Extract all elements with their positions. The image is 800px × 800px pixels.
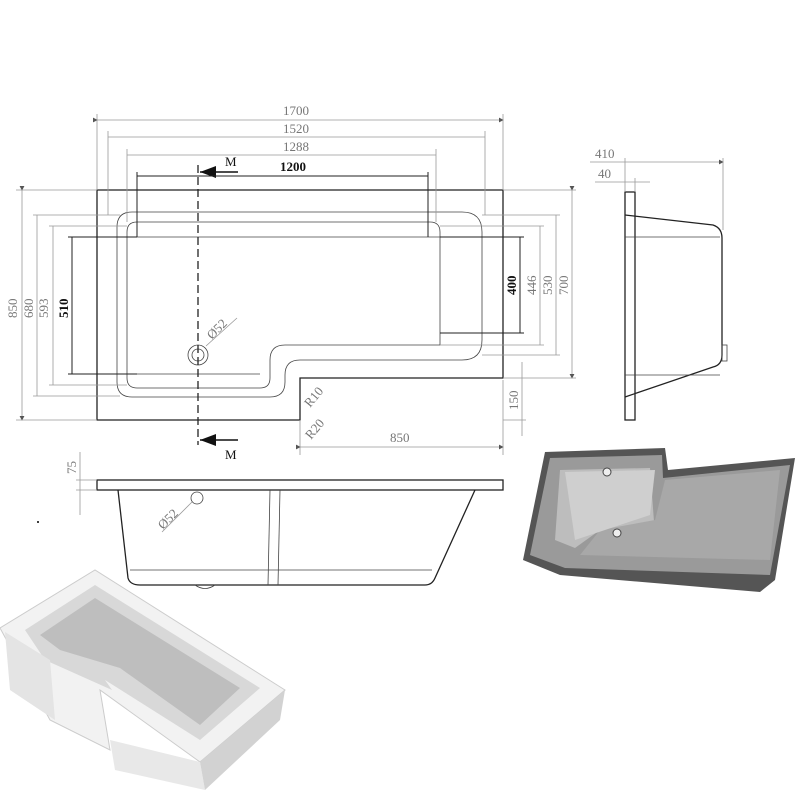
front-view: 75 Ø52 <box>64 452 504 589</box>
radius-label-r10: R10 <box>301 384 326 410</box>
dim-446: 446 <box>524 275 539 295</box>
dim-40: 40 <box>598 166 611 181</box>
dim-700: 700 <box>556 276 571 296</box>
side-view: 410 40 <box>590 146 728 421</box>
radius-label-r20: R20 <box>302 416 327 442</box>
dim-150: 150 <box>506 391 521 411</box>
dim-530: 530 <box>540 276 555 296</box>
dim-410: 410 <box>595 146 615 161</box>
plan-outline <box>96 189 504 421</box>
waste-diameter-label: Ø52 <box>204 316 230 342</box>
render-underside <box>523 448 795 592</box>
dim-1700: 1700 <box>283 103 309 118</box>
basin-inner-edge <box>126 221 441 389</box>
render-photo <box>0 569 286 790</box>
dim-850-left: 850 <box>5 299 20 319</box>
dim-1288: 1288 <box>283 139 309 154</box>
dim-510: 510 <box>56 299 71 319</box>
dim-593: 593 <box>36 299 51 319</box>
dim-1520: 1520 <box>283 121 309 136</box>
plan-view: M M Ø52 R10 R20 1700 1520 1288 1200 850 … <box>5 103 576 462</box>
front-waste-label: Ø52 <box>155 506 181 532</box>
dim-680: 680 <box>21 299 36 319</box>
basin-outer-edge <box>116 211 483 398</box>
dim-1200: 1200 <box>280 159 306 174</box>
section-label-bottom: M <box>225 447 237 462</box>
section-label-top: M <box>225 154 237 169</box>
dim-850-bottom: 850 <box>390 430 410 445</box>
dim-400: 400 <box>504 276 519 296</box>
dim-75: 75 <box>64 461 79 474</box>
